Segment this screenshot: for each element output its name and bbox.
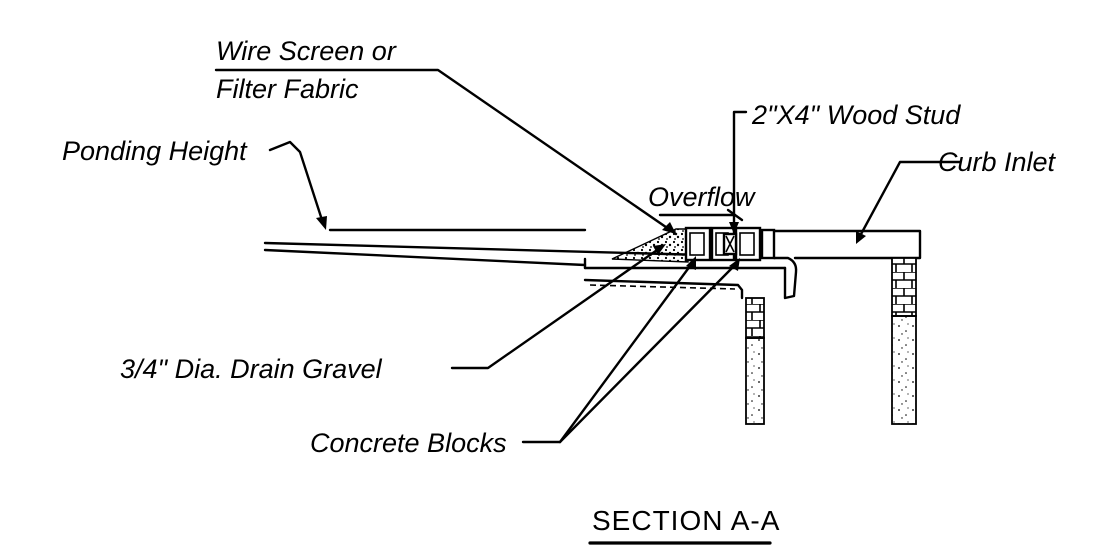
wire-screen-label-line1: Wire Screen or [216,36,397,66]
leader-wire-screen [214,68,678,236]
leader-wood-stud [729,110,748,234]
inlet-wall-right [891,257,917,425]
wood-stud-label: 2"X4" Wood Stud [751,100,961,130]
inlet-wall-left [745,297,765,425]
curb-inlet-label: Curb Inlet [938,147,1057,177]
curb-inlet-slab [772,229,922,300]
overflow-label: Overflow [648,182,756,212]
leader-drain-gravel [450,244,666,370]
wood-stud [722,232,738,256]
wire-screen-label-line2: Filter Fabric [216,74,359,104]
section-title: SECTION A-A [588,505,780,545]
concrete-blocks-label: Concrete Blocks [310,428,507,458]
drain-gravel-label: 3/4" Dia. Drain Gravel [120,354,383,384]
leader-curb-inlet [856,160,962,244]
section-title-text: SECTION A-A [592,505,780,536]
leader-concrete-blocks [521,256,740,444]
leader-ponding-height [268,140,327,230]
ponding-height-label: Ponding Height [62,136,248,166]
